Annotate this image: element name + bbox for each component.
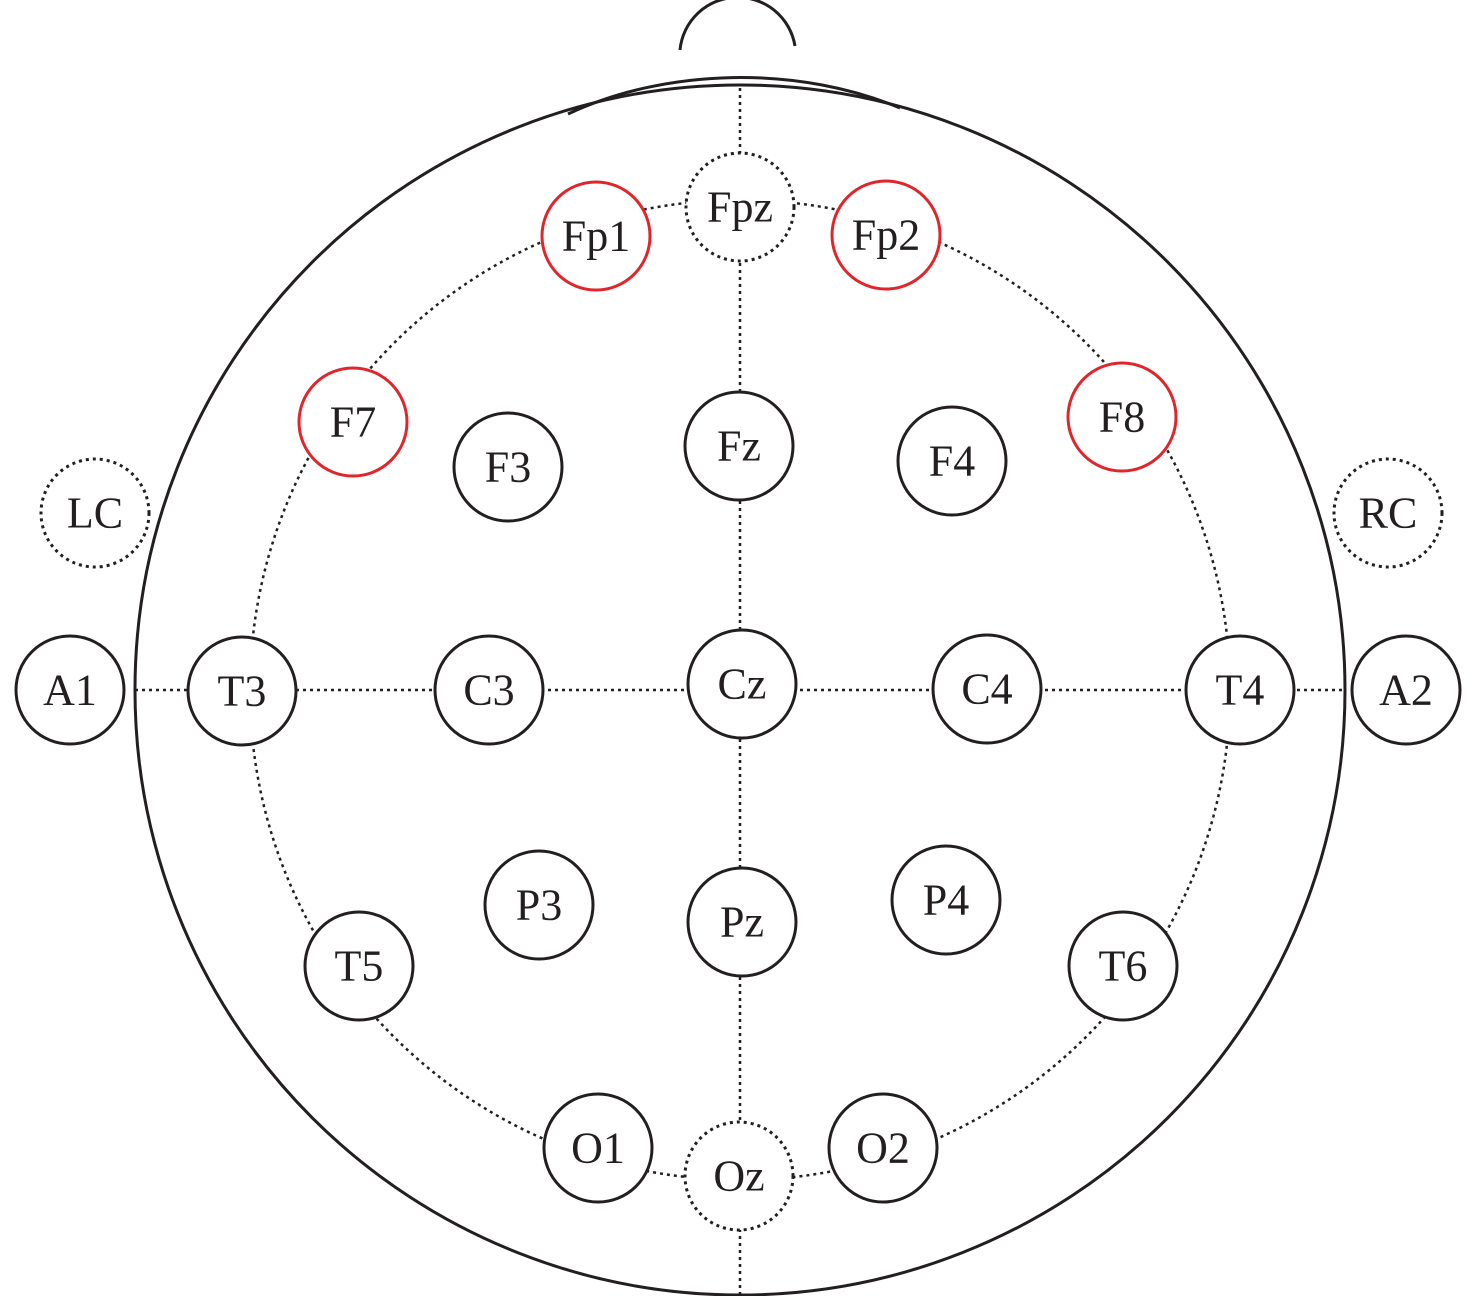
electrode-fp2: Fp2 <box>830 179 942 291</box>
electrode-t4: T4 <box>1184 634 1296 746</box>
electrode-circle <box>1350 634 1462 746</box>
electrode-label: Cz <box>718 660 767 709</box>
electrode-f8: F8 <box>1066 361 1178 473</box>
electrode-label: T5 <box>335 942 384 991</box>
electrode-label: Oz <box>713 1152 764 1201</box>
electrode-circle <box>1184 634 1296 746</box>
electrode-fp1: Fp1 <box>540 180 652 292</box>
electrode-label: C3 <box>463 666 514 715</box>
nose-arc <box>567 76 901 116</box>
electrode-label: Pz <box>720 898 764 947</box>
electrode-label: T6 <box>1099 942 1148 991</box>
electrode-label: Fp2 <box>852 211 920 260</box>
electrode-label: Fz <box>717 422 761 471</box>
nose-tip <box>678 0 797 51</box>
electrode-p3: P3 <box>483 849 595 961</box>
electrode-circle <box>686 628 798 740</box>
electrode-circle <box>683 390 795 502</box>
electrode-circle <box>830 179 942 291</box>
electrode-label: LC <box>67 489 123 538</box>
electrode-label: C4 <box>961 665 1012 714</box>
electrode-label: F4 <box>929 437 975 486</box>
electrode-p4: P4 <box>890 844 1002 956</box>
electrode-f7: F7 <box>297 366 409 478</box>
electrode-circle <box>433 634 545 746</box>
electrode-cz: Cz <box>686 628 798 740</box>
electrode-label: Fpz <box>707 183 773 232</box>
electrode-f4: F4 <box>896 405 1008 517</box>
electrode-lc: LC <box>39 457 151 569</box>
electrode-circle <box>1066 361 1178 473</box>
electrode-t6: T6 <box>1067 910 1179 1022</box>
electrode-label: A1 <box>43 666 97 715</box>
electrode-circle <box>827 1092 939 1204</box>
electrode-circle <box>890 844 1002 956</box>
electrode-label: F7 <box>330 398 376 447</box>
electrode-label: Fp1 <box>562 212 630 261</box>
electrode-circle <box>542 1092 654 1204</box>
electrode-f3: F3 <box>452 411 564 523</box>
electrode-pz: Pz <box>686 866 798 978</box>
electrode-circle <box>303 910 415 1022</box>
electrode-label: O2 <box>856 1124 910 1173</box>
electrode-t3: T3 <box>186 635 298 747</box>
electrode-label: P4 <box>923 876 969 925</box>
electrode-circle <box>1332 457 1444 569</box>
electrode-circle <box>540 180 652 292</box>
electrode-label: F8 <box>1099 393 1145 442</box>
electrode-circle <box>39 457 151 569</box>
electrode-label: T4 <box>1216 666 1265 715</box>
electrode-circle <box>684 151 796 263</box>
electrode-circle <box>686 866 798 978</box>
electrode-circle <box>931 633 1043 745</box>
electrode-circle <box>683 1120 795 1232</box>
electrode-c4: C4 <box>931 633 1043 745</box>
electrode-circle <box>297 366 409 478</box>
electrode-circle <box>14 634 126 746</box>
electrode-circle <box>186 635 298 747</box>
electrode-a1: A1 <box>14 634 126 746</box>
electrode-fz: Fz <box>683 390 795 502</box>
electrode-c3: C3 <box>433 634 545 746</box>
electrode-fpz: Fpz <box>684 151 796 263</box>
electrode-label: P3 <box>516 881 562 930</box>
electrode-label: T3 <box>218 667 267 716</box>
electrode-t5: T5 <box>303 910 415 1022</box>
electrode-o2: O2 <box>827 1092 939 1204</box>
electrode-circle <box>483 849 595 961</box>
electrode-rc: RC <box>1332 457 1444 569</box>
electrode-circle <box>452 411 564 523</box>
electrode-label: RC <box>1359 489 1418 538</box>
electrode-a2: A2 <box>1350 634 1462 746</box>
electrode-label: A2 <box>1379 666 1433 715</box>
electrode-oz: Oz <box>683 1120 795 1232</box>
electrode-label: F3 <box>485 443 531 492</box>
electrode-o1: O1 <box>542 1092 654 1204</box>
electrode-circle <box>1067 910 1179 1022</box>
electrode-circle <box>896 405 1008 517</box>
electrode-label: O1 <box>571 1124 625 1173</box>
